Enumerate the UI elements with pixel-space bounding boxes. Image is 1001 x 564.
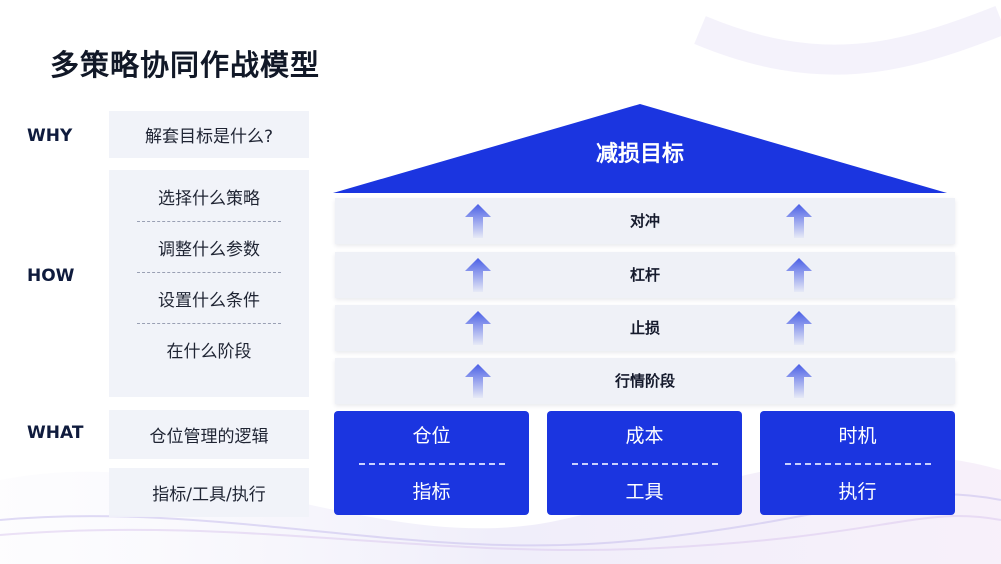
up-arrow-icon [786, 258, 812, 292]
divider [571, 463, 718, 465]
how-item-stage: 在什么阶段 [166, 341, 252, 362]
why-box: 解套目标是什么? [109, 111, 309, 158]
pillar-timing: 时机 执行 [760, 411, 955, 515]
what-item-tools: 指标/工具/执行 [152, 485, 266, 505]
page-title: 多策略协同作战模型 [50, 48, 321, 82]
pillar-top-label: 成本 [625, 425, 664, 447]
up-arrow-icon [465, 258, 491, 292]
divider [137, 272, 281, 273]
how-item-conditions: 设置什么条件 [158, 290, 260, 311]
floor-hedge: 对冲 [335, 198, 955, 244]
floor-stoploss: 止损 [335, 305, 955, 351]
up-arrow-icon [786, 311, 812, 345]
divider [784, 463, 931, 465]
why-label: WHY [27, 126, 73, 146]
what-box-logic: 仓位管理的逻辑 [109, 410, 309, 459]
up-arrow-icon [465, 364, 491, 398]
pillar-top-label: 仓位 [412, 425, 451, 447]
floor-label-leverage: 杠杆 [629, 266, 660, 284]
pillar-bottom-label: 指标 [412, 481, 451, 503]
divider [137, 323, 281, 324]
pillar-bottom-label: 工具 [625, 481, 664, 503]
floor-label-market-stage: 行情阶段 [614, 372, 675, 390]
floor-label-stoploss: 止损 [629, 319, 660, 337]
why-item: 解套目标是什么? [144, 127, 274, 147]
what-label: WHAT [27, 423, 84, 443]
floor-leverage: 杠杆 [335, 252, 955, 298]
up-arrow-icon [465, 204, 491, 238]
how-label: HOW [27, 266, 75, 286]
what-box-tools: 指标/工具/执行 [109, 468, 309, 517]
roof-label: 减损目标 [595, 142, 684, 167]
floor-label-hedge: 对冲 [629, 212, 660, 230]
up-arrow-icon [465, 311, 491, 345]
roof-triangle [333, 104, 947, 193]
up-arrow-icon [786, 204, 812, 238]
what-item-logic: 仓位管理的逻辑 [149, 427, 269, 447]
divider [137, 221, 281, 222]
up-arrow-icon [786, 364, 812, 398]
pillar-top-label: 时机 [838, 425, 877, 447]
pillar-cost: 成本 工具 [547, 411, 742, 515]
how-item-strategy: 选择什么策略 [158, 188, 260, 209]
divider [358, 463, 505, 465]
floor-market-stage: 行情阶段 [335, 358, 955, 404]
pillar-position: 仓位 指标 [334, 411, 529, 515]
pillar-bottom-label: 执行 [838, 481, 877, 503]
how-item-params: 调整什么参数 [158, 239, 260, 260]
how-box: 选择什么策略 调整什么参数 设置什么条件 在什么阶段 [109, 170, 309, 397]
